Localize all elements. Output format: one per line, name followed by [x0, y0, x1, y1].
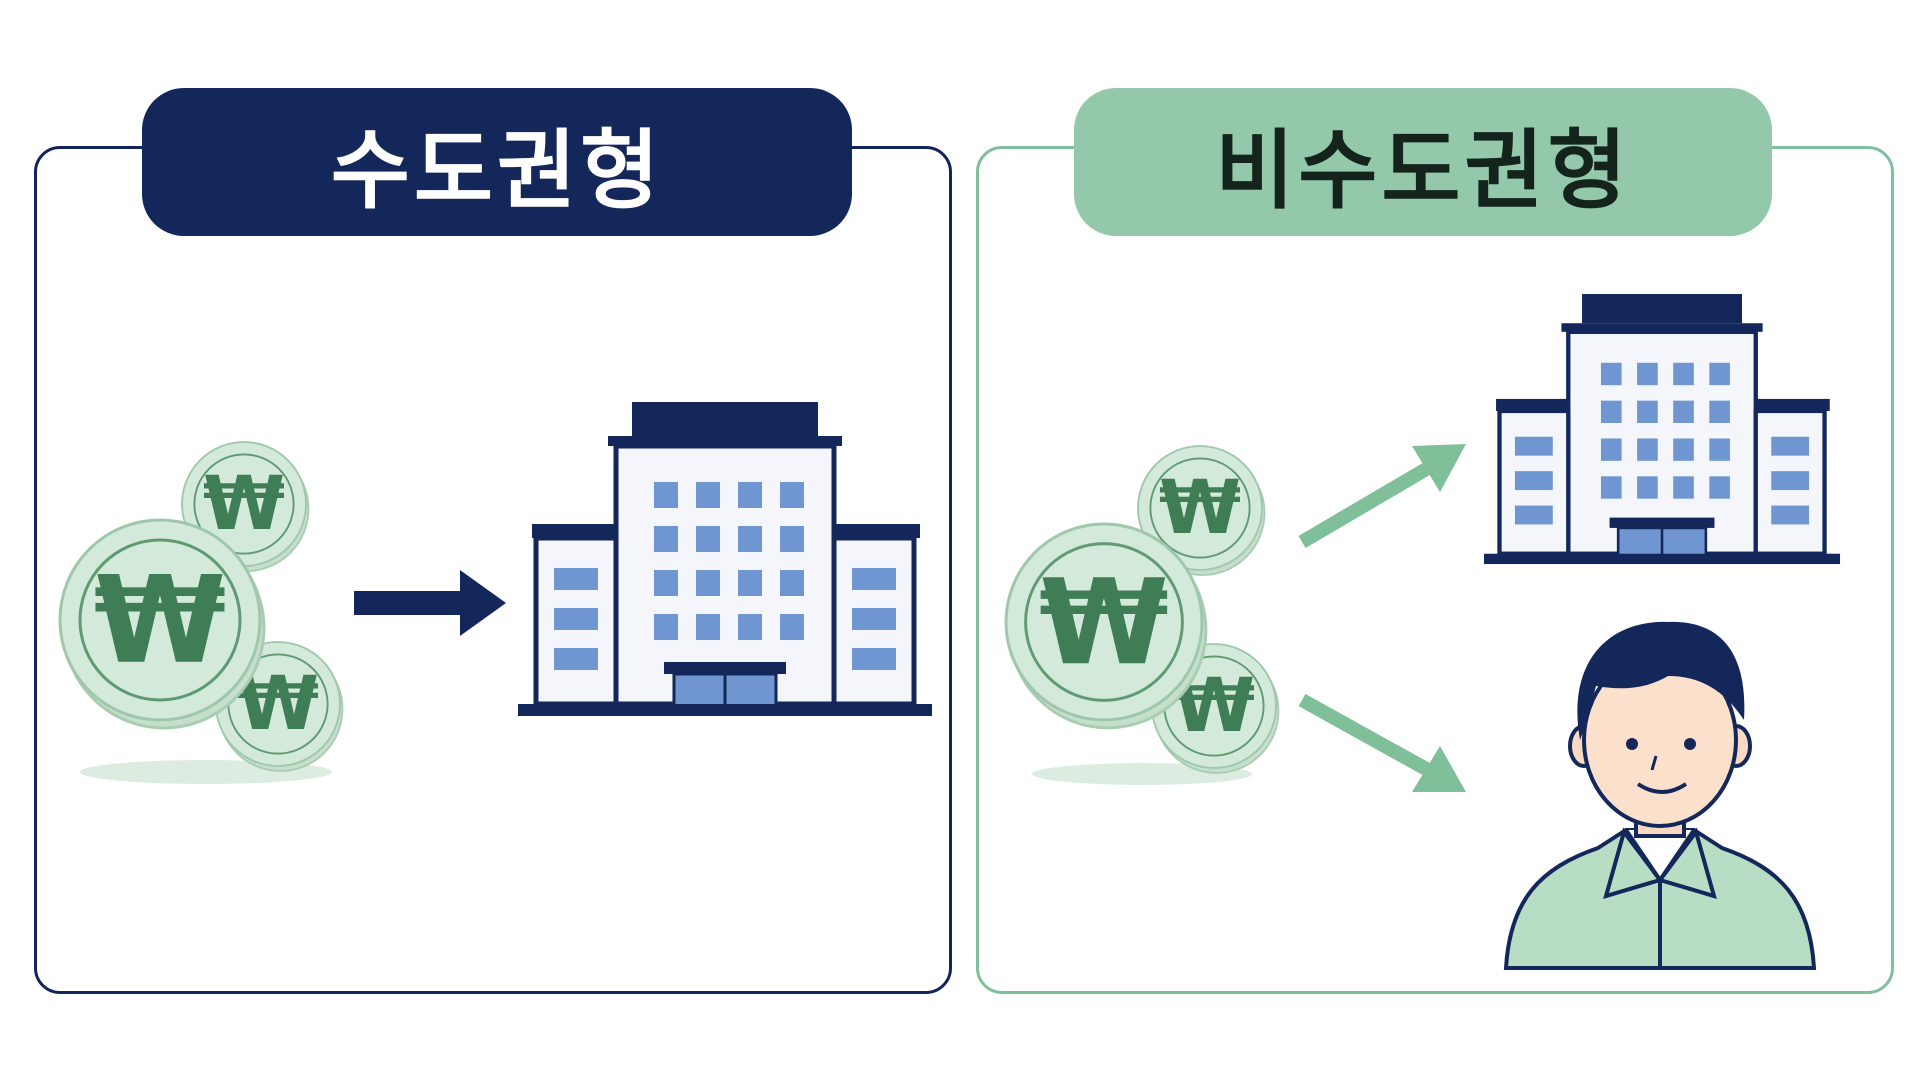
arrow-up-right-icon	[1298, 444, 1466, 549]
capital-title: 수도권형	[142, 88, 852, 236]
arrow-down-right-icon	[1298, 693, 1466, 792]
building-icon	[1484, 294, 1840, 564]
arrow-right-icon	[354, 570, 506, 636]
coin-symbol: ₩	[94, 552, 226, 691]
non-capital-title: 비수도권형	[1074, 88, 1772, 236]
coin-symbol: ₩	[1159, 464, 1241, 551]
coin-symbol: ₩	[203, 460, 285, 547]
person-icon	[1503, 621, 1817, 970]
coin-icon: ₩	[1004, 522, 1208, 730]
coin-icon: ₩	[181, 441, 310, 572]
building-icon	[518, 402, 932, 716]
coin-symbol: ₩	[1039, 554, 1169, 691]
coin-icon: ₩	[1137, 445, 1266, 576]
coin-icon: ₩	[58, 518, 266, 730]
